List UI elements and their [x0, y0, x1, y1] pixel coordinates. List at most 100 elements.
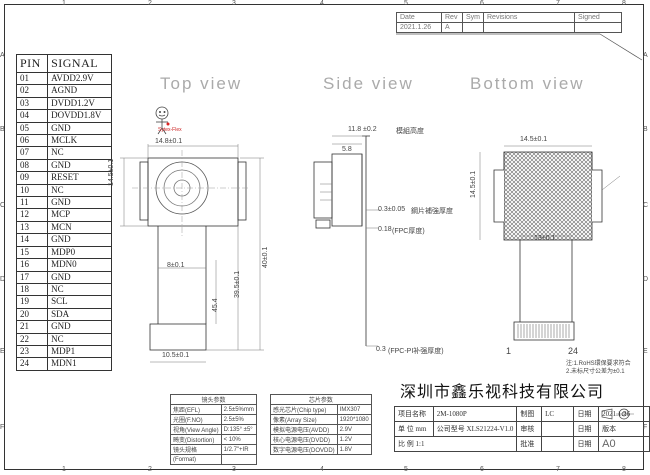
pin-signal: NC: [47, 332, 112, 346]
pin-number: 19: [15, 295, 49, 309]
pin-number: 01: [15, 71, 49, 86]
pin-signal: MCP: [47, 208, 112, 222]
pin-signal: MCN: [47, 220, 112, 235]
spec-value: 2.9V: [336, 424, 372, 435]
pin-signal: GND: [47, 233, 112, 247]
pin-signal: MDP0: [47, 245, 112, 260]
pin-number: 07: [15, 146, 49, 160]
pin-signal: GND: [47, 320, 112, 334]
spec-row: 核心电源电压(DVDD)1.2V: [270, 434, 372, 445]
top-view-drawing: [120, 106, 264, 363]
date-label: 日期: [573, 406, 600, 422]
pin-number: 04: [15, 109, 49, 123]
spec-label: 视角(View Angle): [170, 424, 222, 435]
grid-row-d-right: D: [643, 276, 649, 283]
pin-signal: DOVDD1.8V: [47, 109, 112, 123]
date2-label: 日期: [573, 421, 600, 437]
grid-row-c: C: [0, 202, 6, 209]
review-value: [541, 421, 575, 437]
pin-number: 18: [15, 282, 49, 297]
spec-label: 核心电源电压(DVDD): [270, 434, 338, 445]
fpc-width-dim: 8±0.1: [167, 262, 185, 269]
pin-signal: GND: [47, 158, 112, 173]
spec-value: 2.5±5%: [220, 414, 257, 425]
spec-label: 数字电源电压(DOVDD): [270, 444, 338, 455]
grid-row-c-right: C: [643, 202, 649, 209]
grid-col-7: 7: [556, 0, 560, 7]
pin-signal: GND: [47, 196, 112, 210]
grid-col-4: 4: [320, 0, 324, 7]
grid-col-3: 3: [232, 0, 236, 7]
pin-signal: GND: [47, 121, 112, 136]
spec-value: < 10%: [220, 434, 257, 445]
side-thick-dim: 0.3±0.05: [378, 206, 406, 213]
spec-label: 模拟电源电压(AVDD): [270, 424, 338, 435]
bottom-height-dim: 14.5±0.1: [470, 170, 477, 198]
grid-col-2: 2: [148, 0, 152, 7]
bottom-view-title: Bottom view: [470, 74, 585, 93]
title-block: 项目名称 2M-1080P 制图 LC 日期 2021.1.26 单 位 mm …: [393, 406, 650, 452]
spec-label: (Format): [170, 454, 222, 465]
grid-col-4-bottom: 4: [320, 466, 324, 473]
spec-label: 像素(Array Size): [270, 414, 338, 425]
spec-value: 1.8V: [336, 444, 372, 455]
project-value: 2M-1080P: [432, 406, 518, 422]
pin-first-label: 1: [506, 346, 512, 356]
side-thick-note: 鋼片補強厚度: [411, 208, 453, 215]
spec-label: 焦距(EFL): [170, 404, 222, 415]
size-value: A0: [598, 436, 650, 452]
pin-number: 20: [15, 307, 49, 322]
approve-label: 批准: [516, 436, 543, 452]
mascot-logo-icon: [155, 106, 170, 135]
code-label: 公司型号: [436, 425, 465, 433]
spec-row: 像素(Array Size)1920*1080: [270, 414, 372, 425]
grid-col-8-bottom: 8: [622, 466, 626, 473]
pin-signal: DVDD1.2V: [47, 96, 112, 111]
grid-row-f: F: [0, 424, 5, 431]
spec-value: 1920*1080: [336, 414, 372, 425]
spec-row: (Format): [170, 454, 257, 465]
pin-number: 23: [15, 344, 49, 359]
side-pi-note: (FPC-PI补强厚度): [388, 348, 444, 355]
pin-signal: SCL: [47, 295, 112, 309]
pin-number: 13: [15, 220, 49, 235]
grid-col-5: 5: [404, 0, 408, 7]
side-height-note: 模組高度: [396, 128, 424, 135]
side-fpc-note: (FPC厚度): [392, 228, 425, 235]
pin-signal: GND: [47, 270, 112, 284]
grid-row-a: A: [0, 52, 5, 59]
pin-last-label: 24: [568, 346, 579, 356]
grid-row-b: B: [0, 126, 5, 133]
drawn-label: 制图: [516, 406, 543, 422]
review-label: 审核: [516, 421, 543, 437]
drawing-frame: [4, 4, 644, 470]
project-label: 项目名称: [394, 406, 434, 422]
pin-signal: SDA: [47, 307, 112, 322]
logo-caption: Sytex-Flex: [158, 127, 182, 133]
side-height-dim: 11.8 ±0.2: [348, 126, 377, 133]
pin-number: 17: [15, 270, 49, 284]
spec-value: 1/2.7"+IR: [220, 444, 257, 455]
spec-row: 视角(View Angle)D:135° ±5°: [170, 424, 257, 435]
lens-spec-title: 镜头参数: [170, 394, 257, 405]
spec-label: 光圈(F.NO): [170, 414, 222, 425]
top-height-dim: 14.5±0.1: [108, 158, 115, 186]
revision-table: Date Rev Sym Revisions Signed 2021.1.26 …: [396, 12, 622, 33]
version-label: 版本: [598, 421, 650, 437]
grid-col-7-bottom: 7: [556, 466, 560, 473]
pin-signal: MDN0: [47, 258, 112, 272]
spec-value: D:135° ±5°: [220, 424, 257, 435]
